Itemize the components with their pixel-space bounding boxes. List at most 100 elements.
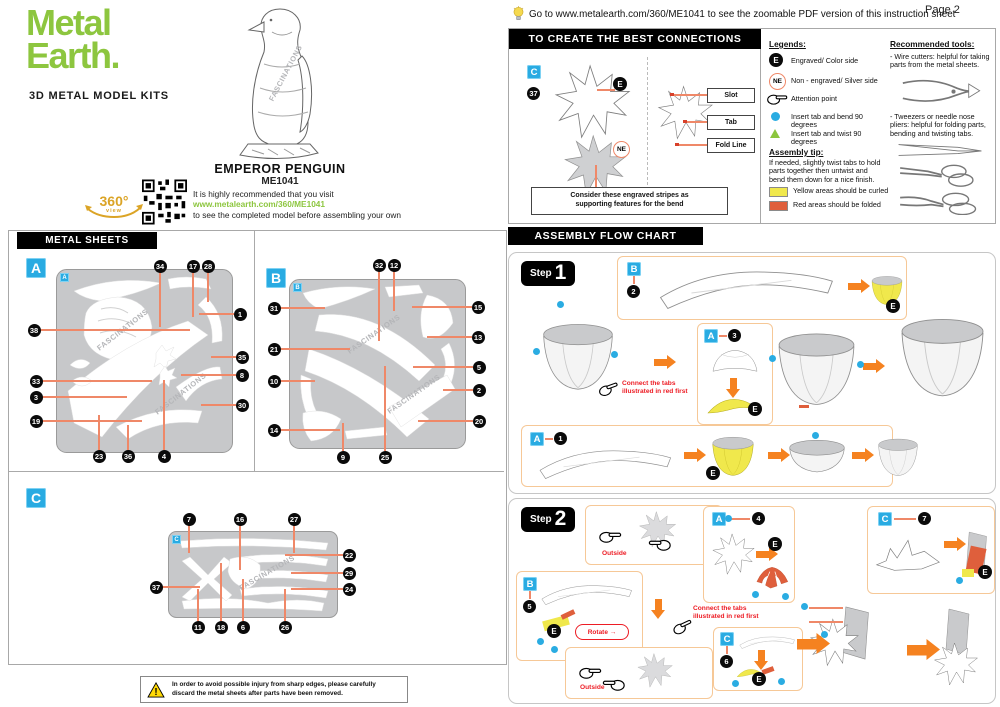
callout-leader-line — [163, 380, 165, 450]
connections-and-legend-section: TO CREATE THE BEST CONNECTIONS C 37 E NE… — [508, 28, 996, 224]
arrow-right — [848, 279, 870, 293]
callout-leader-line — [443, 389, 473, 391]
part-number-badge: 30 — [235, 398, 249, 412]
foot-part-ghost — [628, 652, 683, 692]
logo-line2: Earth. — [26, 35, 121, 77]
callout-leader-line — [98, 415, 100, 450]
badge-view-text: view — [106, 208, 122, 214]
part-number-badge: 4 — [157, 449, 171, 463]
part-number-badge: 37 — [149, 580, 163, 594]
red-swatch — [769, 201, 788, 211]
arrow-right-large — [797, 633, 830, 654]
part-number-badge: 3 — [29, 390, 43, 404]
part-number-badge: 38 — [27, 323, 41, 337]
callout-leader-line — [211, 356, 236, 358]
sheet-divider-horizontal — [9, 471, 504, 472]
arrow-down — [754, 650, 768, 670]
rotate-note: Rotate → — [575, 624, 629, 640]
sheet-b-label: B — [266, 268, 286, 288]
product-model: ME1041 — [261, 176, 299, 187]
engraved-stripes-caption: Consider these engraved stripes as suppo… — [531, 187, 728, 215]
callout-leader-line — [162, 586, 200, 588]
callout-leader-line — [378, 271, 380, 341]
ref-a3-sheet: A — [704, 329, 718, 343]
callout-leader-line — [42, 420, 142, 422]
base-ring — [786, 438, 848, 476]
step1-word: Step — [530, 267, 552, 279]
badge-360-view: 360° view — [84, 191, 144, 223]
page-number: Page 2 — [925, 4, 960, 16]
part-number-badge: 32 — [372, 258, 386, 272]
qr-code — [142, 179, 187, 225]
part-number-badge: 19 — [29, 414, 43, 428]
band-part-drawing — [646, 263, 846, 313]
callout-leader-line — [280, 429, 340, 431]
callout-leader-line — [280, 380, 315, 382]
engraved-badge: E — [706, 466, 720, 480]
assembly-leader — [809, 607, 843, 609]
tab-leader — [685, 121, 707, 123]
red-note: Red areas should be folded — [793, 200, 881, 209]
slot-leader — [672, 94, 707, 96]
bend-point-dot — [725, 515, 732, 522]
ref-b5-leader — [529, 591, 531, 599]
part-number-badge: 2 — [472, 383, 486, 397]
connect-tabs-note: Connect the tabs illustrated in red firs… — [693, 605, 759, 620]
engraved-leader-line — [597, 89, 615, 91]
part-number-badge: 31 — [267, 301, 281, 315]
ref-a1-sheet: A — [530, 432, 544, 446]
tools-title: Recommended tools: — [890, 39, 975, 49]
part-number-badge: 11 — [191, 620, 205, 634]
outside-note: Outside — [602, 550, 627, 557]
part-number-badge: 36 — [121, 449, 135, 463]
connect-tabs-note: Connect the tabs illustrated in red firs… — [622, 380, 688, 395]
arrow-right-large — [907, 639, 940, 660]
callout-leader-line — [42, 380, 152, 382]
sheet-divider-vertical — [254, 231, 255, 471]
callout-leader-line — [40, 329, 190, 331]
callout-leader-line — [192, 272, 194, 317]
engraved-badge: E — [752, 672, 766, 686]
step2-subbox-c6: C 6 E — [713, 627, 803, 691]
sheet-c-label: C — [26, 488, 46, 508]
callout-leader-line — [181, 374, 236, 376]
wire-cutters-text: - Wire cutters: helpful for taking parts… — [890, 52, 990, 70]
blue-dot-icon — [771, 112, 780, 121]
body-assembly — [774, 318, 859, 423]
part-number-badge: 24 — [342, 582, 356, 596]
step2-word: Step — [530, 513, 552, 525]
connections-sheet-ref: C — [527, 65, 541, 79]
product-title: EMPEROR PENGUIN — [214, 162, 346, 176]
connections-part-ref: 37 — [527, 87, 540, 100]
completed-base — [870, 436, 926, 480]
bend-point-dot — [557, 301, 564, 308]
callout-leader-line — [127, 425, 129, 450]
outside-note: Outside — [580, 684, 605, 691]
lightbulb-icon — [513, 6, 524, 21]
part-number-badge: 35 — [235, 350, 249, 364]
step1-badge: Step 1 — [521, 261, 576, 286]
callout-leader-line — [342, 423, 344, 451]
small-band-drawing — [738, 634, 796, 650]
callout-leader-line — [413, 366, 473, 368]
ref-a1-leader — [545, 438, 553, 440]
sheet-a-label: A — [26, 258, 46, 278]
arrow-down — [651, 599, 665, 619]
part-number-badge: 33 — [29, 374, 43, 388]
engraved-badge: E — [768, 537, 782, 551]
callout-leader-line — [280, 307, 325, 309]
attention-hand-icon — [578, 664, 602, 679]
bend-point-dot — [769, 355, 776, 362]
bend-point-dot — [537, 638, 544, 645]
caption-line2: supporting features for the bend — [575, 201, 684, 208]
bend-point-dot — [778, 678, 785, 685]
legend-bend-text: Insert tab and bend 90 degrees — [791, 112, 863, 130]
part-number-badge: 18 — [214, 620, 228, 634]
engraved-badge: E — [547, 624, 561, 638]
part-number-badge: 16 — [233, 512, 247, 526]
part-number-badge: 10 — [267, 374, 281, 388]
dome-part-drawing — [710, 346, 760, 376]
slot-marker — [670, 92, 674, 97]
